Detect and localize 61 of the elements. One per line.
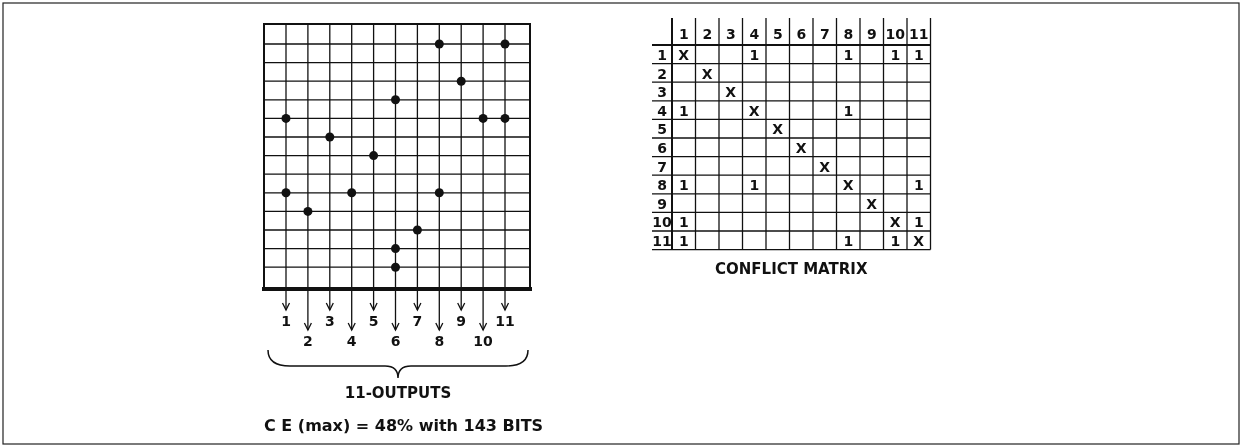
matrix-entry: X: [748, 103, 760, 118]
column-header: 9: [866, 27, 877, 41]
output-number: 5: [368, 314, 379, 328]
output-number: 1: [281, 314, 291, 328]
matrix-entry: X: [795, 141, 807, 155]
matrix-entry: 1: [913, 215, 924, 230]
matrix-entry: 1: [843, 48, 854, 62]
matrix-entry: 1: [890, 48, 901, 62]
matrix-entry: X: [701, 66, 713, 81]
matrix-entry: 1: [678, 215, 689, 230]
row-header: 3: [657, 85, 667, 100]
matrix-entry: X: [678, 48, 690, 62]
output-number: 4: [346, 334, 357, 348]
column-header: 1: [678, 27, 689, 41]
matrix-entry: X: [819, 159, 831, 174]
matrix-title: CONFLICT MATRIX: [715, 261, 868, 277]
output-number: 9: [456, 314, 467, 328]
caption: C E (max) = 48% with 143 BITS: [264, 418, 544, 434]
matrix-entry: 1: [678, 103, 689, 118]
matrix-entry: 1: [678, 234, 689, 248]
output-number: 3: [324, 314, 335, 328]
output-number: 2: [303, 334, 313, 348]
matrix-entry: 1: [913, 178, 924, 193]
matrix-entry: 1: [843, 103, 854, 118]
outputs-label: 11-OUTPUTS: [344, 386, 452, 401]
row-header: 5: [657, 122, 667, 137]
column-header: 5: [772, 27, 783, 41]
row-header: 9: [657, 196, 667, 211]
matrix-entry: X: [725, 85, 737, 100]
output-number: 11: [495, 314, 515, 328]
row-header: 1: [657, 48, 667, 62]
row-header: 7: [657, 159, 667, 174]
column-header: 3: [725, 27, 736, 41]
matrix-entry: X: [913, 234, 925, 248]
matrix-entry: 1: [843, 234, 854, 248]
output-number: 10: [473, 334, 493, 348]
column-header: 2: [702, 27, 713, 41]
row-header: 11: [652, 234, 672, 248]
column-header: 11: [909, 27, 929, 41]
matrix-entry: X: [866, 196, 878, 211]
matrix-entry: 1: [913, 48, 924, 62]
column-header: 10: [885, 27, 905, 41]
matrix-entry: 1: [749, 178, 760, 193]
output-number: 8: [434, 334, 445, 348]
row-header: 6: [657, 141, 667, 155]
column-header: 8: [843, 27, 854, 41]
matrix-entry: X: [889, 215, 901, 230]
column-header: 6: [796, 27, 807, 41]
column-header: 7: [819, 27, 830, 41]
row-header: 8: [657, 178, 667, 193]
matrix-entry: 1: [890, 234, 901, 248]
output-number: 7: [412, 314, 423, 328]
row-header: 2: [657, 66, 667, 81]
row-header: 4: [657, 103, 667, 118]
matrix-entry: X: [842, 178, 854, 193]
output-number: 6: [390, 334, 401, 348]
row-header: 10: [652, 215, 672, 230]
column-header: 4: [749, 27, 760, 41]
matrix-entry: X: [772, 122, 784, 137]
matrix-entry: 1: [678, 178, 689, 193]
matrix-entry: 1: [749, 48, 760, 62]
